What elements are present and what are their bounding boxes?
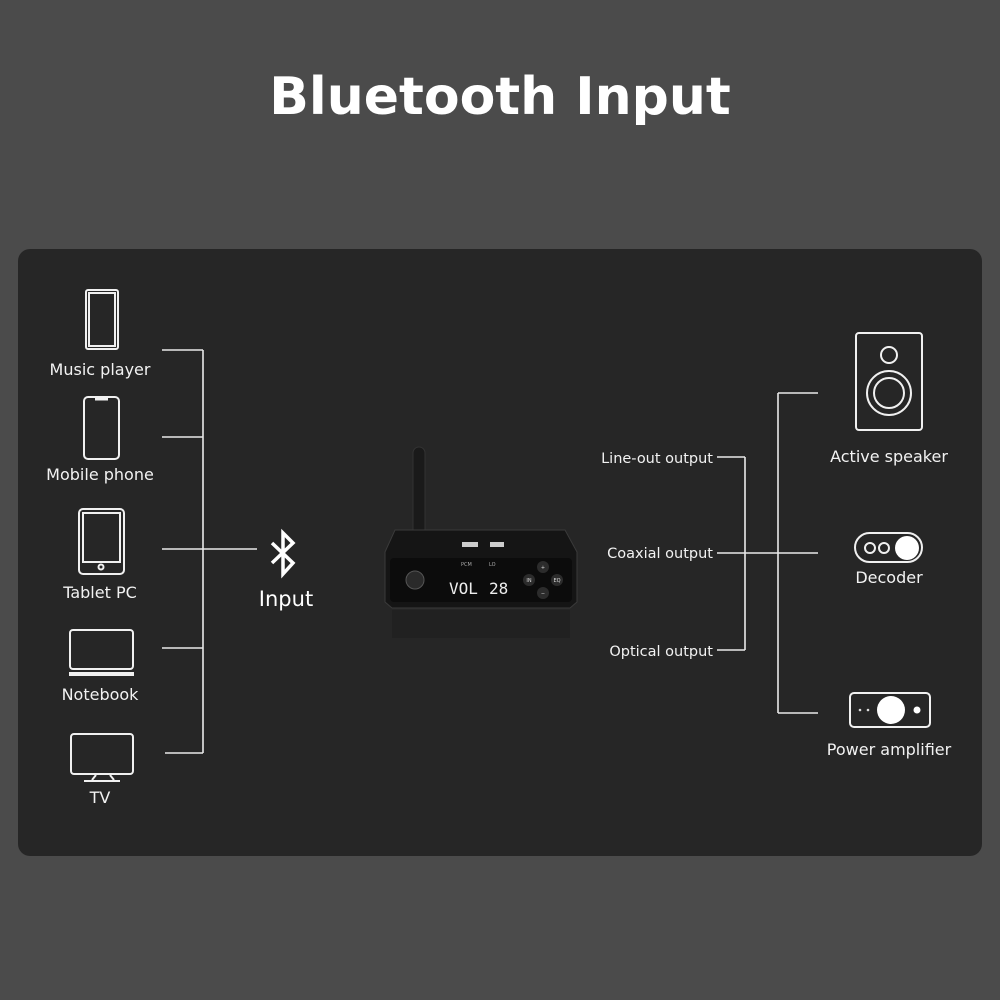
destination-label: Power amplifier (827, 740, 952, 759)
tv-icon (70, 733, 134, 782)
input-label: Input (259, 587, 313, 611)
source-label: Tablet PC (62, 583, 137, 602)
music-player-icon (85, 289, 119, 350)
source-label: TV (89, 788, 111, 807)
output-connector-lines (717, 392, 818, 714)
volume-down-button: − (541, 591, 545, 597)
destination-label: Active speaker (830, 447, 948, 466)
mobile-phone-icon (83, 396, 120, 460)
source-label: Mobile phone (46, 465, 154, 484)
page-title: Bluetooth Input (269, 67, 731, 127)
decoder-icon (854, 532, 923, 563)
eq-button: EQ (553, 578, 560, 584)
amplifier-icon (849, 692, 931, 728)
source-connector-lines (162, 349, 257, 754)
volume-up-button: + (541, 565, 545, 571)
display-mode: VOL (449, 579, 478, 598)
laptop-icon (69, 629, 134, 676)
bluetooth-icon (270, 528, 296, 579)
tablet-icon (78, 508, 125, 575)
output-label: Coaxial output (607, 546, 713, 562)
display-format: PCM (461, 562, 472, 568)
speaker-icon (855, 332, 923, 431)
display-value: 28 (489, 579, 508, 598)
input-button: IN (526, 578, 531, 584)
display-output: LO (489, 562, 496, 568)
bluetooth-receiver-device: PCM LO VOL 28 + − IN EQ (384, 446, 578, 638)
output-label: Optical output (609, 644, 713, 660)
source-label: Notebook (62, 685, 140, 704)
source-label: Music player (50, 360, 151, 379)
output-label: Line-out output (601, 451, 713, 467)
destination-label: Decoder (855, 568, 923, 587)
